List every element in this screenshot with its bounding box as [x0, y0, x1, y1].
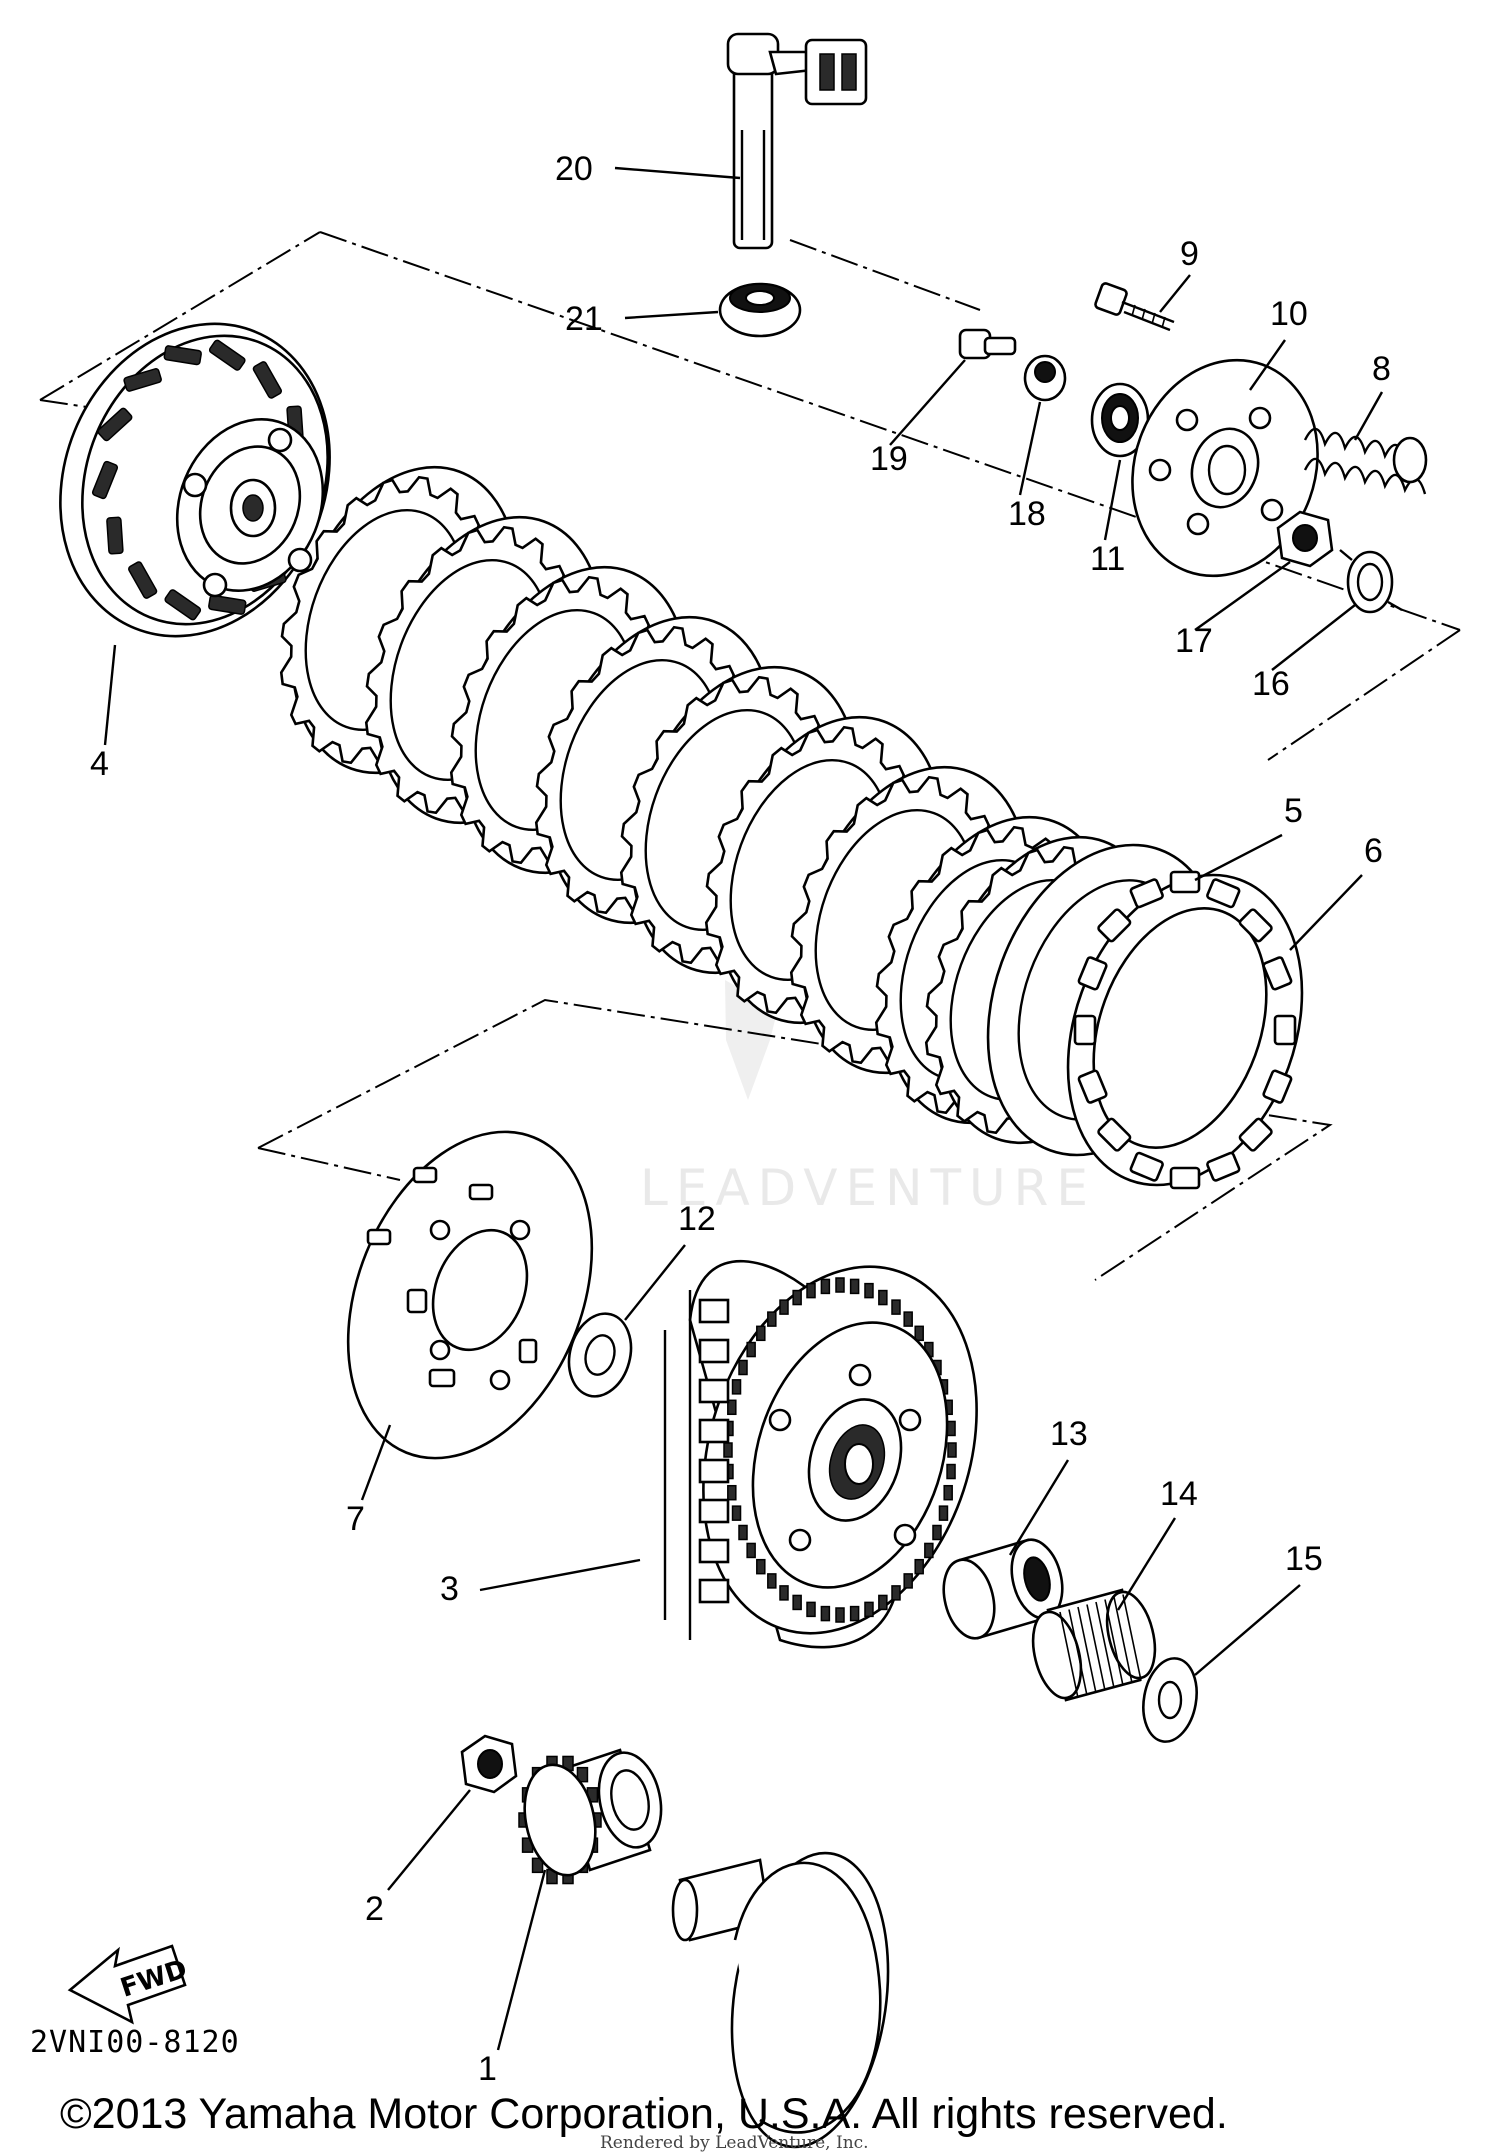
part-8-clutch-spring	[1303, 427, 1428, 495]
leader-line-12	[624, 1244, 686, 1321]
leader-line-18	[1018, 401, 1042, 496]
leader-line-7	[360, 1424, 392, 1501]
leader-line-9	[1159, 274, 1191, 313]
leader-line-11	[1103, 459, 1122, 541]
leader-lines	[103, 166, 1384, 2051]
callout-20: 20	[555, 150, 593, 188]
part-1-drive-gear	[518, 1748, 663, 1885]
callout-4: 4	[90, 745, 109, 783]
watermark-text: LEADVENTURE	[640, 1159, 1096, 1217]
part-15-washer	[1142, 1657, 1198, 1743]
callout-14: 14	[1160, 1475, 1198, 1513]
leader-line-17	[1194, 561, 1291, 631]
leader-line-4	[103, 644, 117, 746]
part-3-clutch-housing	[663, 1259, 978, 1649]
callout-17: 17	[1175, 622, 1213, 660]
callout-8: 8	[1372, 350, 1391, 388]
callout-1: 1	[478, 2050, 497, 2088]
part-2-nut	[460, 1734, 518, 1794]
callout-11: 11	[1090, 540, 1125, 578]
diagram-code: 2VNI00-8120	[30, 2025, 240, 2060]
callout-9: 9	[1180, 235, 1199, 273]
leader-line-5	[1194, 833, 1283, 882]
callout-18: 18	[1008, 495, 1046, 533]
leader-line-3	[479, 1558, 641, 1592]
rendered-by-note: Rendered by LeadVenture, Inc.	[600, 2133, 869, 2152]
part-18-bushing	[1023, 354, 1067, 402]
leader-line-15	[1194, 1584, 1301, 1676]
callout-21: 21	[565, 300, 603, 338]
part-11-bearing	[1090, 382, 1150, 458]
part-20-sensor-shaft	[726, 32, 868, 250]
leader-line-1	[496, 1869, 547, 2051]
part-19-push-lever	[958, 328, 1017, 360]
callout-16: 16	[1252, 665, 1290, 703]
callout-5: 5	[1284, 792, 1303, 830]
part-10-pressure-plate	[1131, 358, 1319, 578]
callout-12: 12	[678, 1200, 716, 1238]
part-4-clutch-boss	[59, 322, 331, 638]
part-16-lock-washer	[1339, 549, 1403, 614]
leader-line-14	[1116, 1517, 1177, 1611]
part-12-thrust-washer	[567, 1312, 633, 1398]
leader-line-8	[1353, 391, 1384, 441]
leader-line-20	[614, 166, 741, 180]
axis-top	[789, 239, 981, 311]
callout-10: 10	[1270, 295, 1308, 333]
leader-line-16	[1271, 604, 1356, 671]
callout-7: 7	[346, 1500, 365, 1538]
fwd-arrow-icon: FWD	[67, 1944, 191, 2025]
callout-15: 15	[1285, 1540, 1323, 1578]
leader-line-13	[1008, 1459, 1070, 1556]
callout-6: 6	[1364, 832, 1383, 870]
callout-3: 3	[440, 1570, 459, 1608]
part-17-nut	[1276, 510, 1334, 568]
callout-19: 19	[870, 440, 908, 478]
part-7-driven-plate	[346, 1130, 594, 1460]
part-14-needle-bearing	[1031, 1588, 1157, 1702]
leader-line-10	[1249, 339, 1286, 391]
leader-line-6	[1289, 874, 1363, 951]
part-6-friction-plate	[1066, 870, 1304, 1190]
callout-13: 13	[1050, 1415, 1088, 1453]
callout-2: 2	[365, 1890, 384, 1928]
copyright-notice: ©2013 Yamaha Motor Corporation, U.S.A. A…	[60, 2090, 1228, 2138]
crankshaft	[671, 1851, 890, 2149]
leader-line-19	[889, 359, 966, 446]
leader-line-2	[387, 1789, 471, 1891]
part-13-spacer	[942, 1538, 1064, 1640]
part-21-oil-seal	[718, 282, 802, 338]
leader-line-21	[624, 310, 719, 320]
part-9-bolt	[1094, 282, 1175, 332]
